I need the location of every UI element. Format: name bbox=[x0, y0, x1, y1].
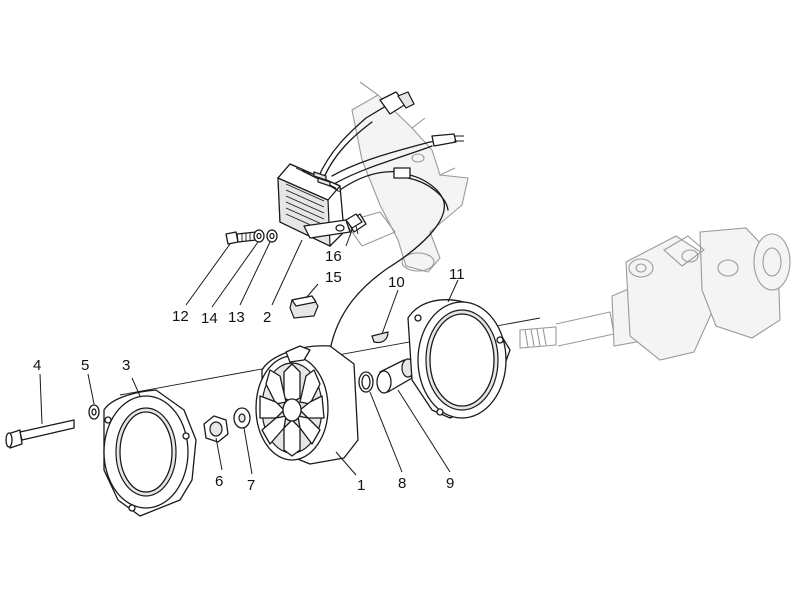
voltage-regulator-part-2 bbox=[277, 163, 351, 247]
bolt-part-12 bbox=[225, 231, 257, 245]
callout-12: 12 bbox=[172, 308, 189, 325]
spacer-sleeve-part-9 bbox=[376, 358, 415, 394]
stator-part-1 bbox=[255, 345, 359, 465]
callout-8: 8 bbox=[398, 475, 406, 492]
callout-labels: 1 2 3 4 5 6 7 8 9 10 11 12 13 14 15 16 bbox=[33, 248, 465, 494]
callout-1: 1 bbox=[357, 477, 365, 494]
callout-13: 13 bbox=[228, 309, 245, 326]
callout-15: 15 bbox=[325, 269, 342, 286]
grommet-part-15 bbox=[289, 295, 319, 319]
callout-5: 5 bbox=[81, 357, 89, 374]
key-part-10 bbox=[371, 331, 389, 344]
callout-2: 2 bbox=[263, 309, 271, 326]
callout-10: 10 bbox=[388, 274, 405, 291]
callout-4: 4 bbox=[33, 357, 41, 374]
callout-3: 3 bbox=[122, 357, 130, 374]
stator-poles bbox=[259, 363, 325, 457]
leader-lines bbox=[39, 229, 459, 476]
nut-part-6 bbox=[203, 415, 229, 443]
callout-14: 14 bbox=[201, 310, 218, 327]
callout-7: 7 bbox=[247, 477, 255, 494]
callout-9: 9 bbox=[446, 475, 454, 492]
cover-part-3 bbox=[103, 389, 197, 517]
callout-6: 6 bbox=[215, 473, 223, 490]
frame-tube-ghost bbox=[344, 81, 469, 273]
callout-11: 11 bbox=[449, 266, 465, 283]
crankshaft-ghost bbox=[519, 227, 791, 361]
callout-16: 16 bbox=[325, 248, 342, 265]
housing-part-11 bbox=[407, 299, 511, 419]
long-bolt-part-4 bbox=[5, 419, 75, 449]
